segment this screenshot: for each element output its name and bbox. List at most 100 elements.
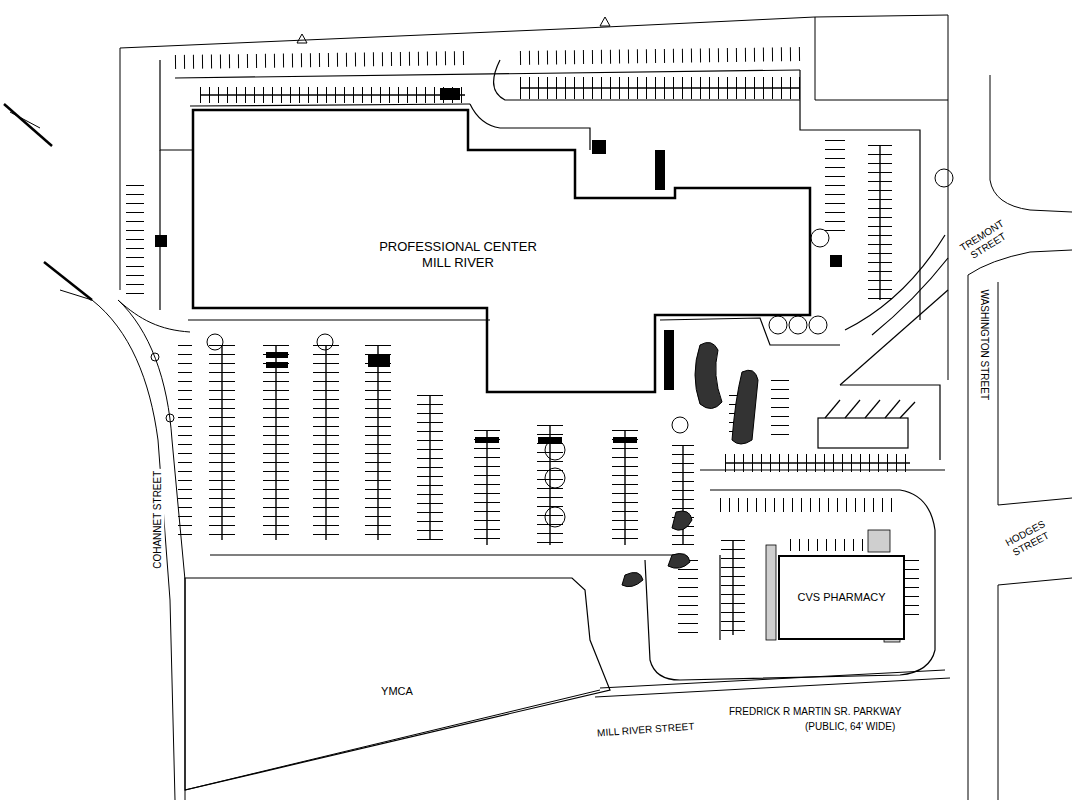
curb-line <box>160 60 193 150</box>
landscape-island <box>622 342 758 586</box>
parking-stalls <box>612 430 638 545</box>
accessible-stall <box>592 140 606 154</box>
curb-line <box>160 60 945 680</box>
street-name: FREDRICK R MARTIN SR. PARKWAY <box>727 706 903 718</box>
tree <box>811 229 829 247</box>
landscape-island <box>668 554 690 569</box>
tree <box>151 353 159 361</box>
parking-stalls <box>868 145 892 300</box>
parking-stalls <box>474 430 500 545</box>
stall-center-line <box>200 94 465 95</box>
parkway <box>600 670 945 688</box>
tree <box>317 334 333 350</box>
outline-shape <box>185 578 610 790</box>
property-line <box>120 15 948 380</box>
building-footprint: CVS PHARMACY <box>778 555 905 640</box>
parking-stalls <box>672 445 694 545</box>
parking-stalls <box>200 87 465 103</box>
tree <box>769 316 787 334</box>
north-arrow <box>10 112 40 128</box>
curb-line <box>175 70 800 78</box>
parking-stalls <box>678 560 698 640</box>
street-name: TREMONT STREET <box>951 213 1019 267</box>
landscape-island <box>732 370 758 444</box>
tree <box>207 334 223 350</box>
washington-street <box>998 498 1072 505</box>
tree <box>545 440 565 460</box>
tree <box>789 316 807 334</box>
tree <box>935 169 953 187</box>
stall-center-line <box>200 88 910 635</box>
parking-stalls <box>313 345 339 540</box>
parkway <box>185 670 950 790</box>
parking-stalls <box>520 54 800 58</box>
accessible-stall <box>266 352 288 358</box>
street-name: HODGES STREET <box>994 513 1061 563</box>
cohannet-street <box>92 300 190 800</box>
parking-stalls <box>178 345 192 540</box>
small-building <box>885 400 900 418</box>
north-arrow <box>4 104 92 300</box>
building-name: PROFESSIONAL CENTER MILL RIVER <box>371 239 546 270</box>
stall-center-line <box>486 430 487 545</box>
landscape-island <box>672 511 692 530</box>
stall-center-line <box>732 540 733 635</box>
property-line <box>120 15 948 380</box>
accessible-stall <box>613 437 637 443</box>
tree <box>545 468 565 488</box>
curb-line <box>470 104 590 150</box>
north-arrow <box>60 290 92 300</box>
survey-marker <box>297 34 307 43</box>
curb-line <box>719 555 720 640</box>
curb-line <box>700 469 945 470</box>
parking-stalls <box>365 345 391 540</box>
tree <box>545 507 565 527</box>
accessible-stall <box>155 88 842 443</box>
parking-stalls <box>209 345 235 540</box>
outline-shape <box>193 110 810 392</box>
curb-line <box>190 104 470 106</box>
parking-stalls <box>175 58 470 62</box>
driveway <box>840 290 948 385</box>
small-building <box>818 400 915 448</box>
outline-shape <box>185 575 625 795</box>
parking-stalls <box>520 77 800 99</box>
curb-line <box>660 318 840 345</box>
curb-line <box>840 385 940 460</box>
accessible-stall <box>538 437 562 443</box>
street-name: COHANNET STREET <box>152 469 164 571</box>
parking-stalls <box>263 345 289 540</box>
washington-street <box>998 578 1072 585</box>
parking-stalls <box>721 540 745 635</box>
property-line <box>815 17 948 100</box>
stall-center-line <box>377 345 378 540</box>
parking-stalls <box>417 395 443 540</box>
small-building <box>865 400 880 418</box>
cohannet-street <box>118 300 185 800</box>
curb-line <box>645 490 935 680</box>
street-name: MILL RIVER STREET <box>594 720 696 739</box>
tree <box>151 169 953 527</box>
accessible-stall <box>830 255 842 267</box>
survey-marker <box>600 17 610 26</box>
cohannet-street <box>118 300 190 332</box>
small-building <box>900 402 915 418</box>
street-name: WASHINGTON STREET <box>978 287 990 402</box>
small-building <box>818 418 908 448</box>
small-building <box>825 400 840 418</box>
landscape-island <box>695 342 722 408</box>
building-name: CVS PHARMACY <box>784 591 899 604</box>
cohannet-street <box>92 300 175 800</box>
accessible-stall <box>475 437 499 443</box>
parking-stalls <box>771 380 789 440</box>
cvs-walk <box>766 545 776 640</box>
washington-street <box>990 75 1072 212</box>
stall-center-line <box>520 87 800 88</box>
curb-line <box>800 70 920 320</box>
parking-stalls <box>725 454 910 472</box>
curb-line <box>210 554 680 555</box>
accessible-stall <box>655 150 665 190</box>
stall-center-line <box>879 145 880 300</box>
